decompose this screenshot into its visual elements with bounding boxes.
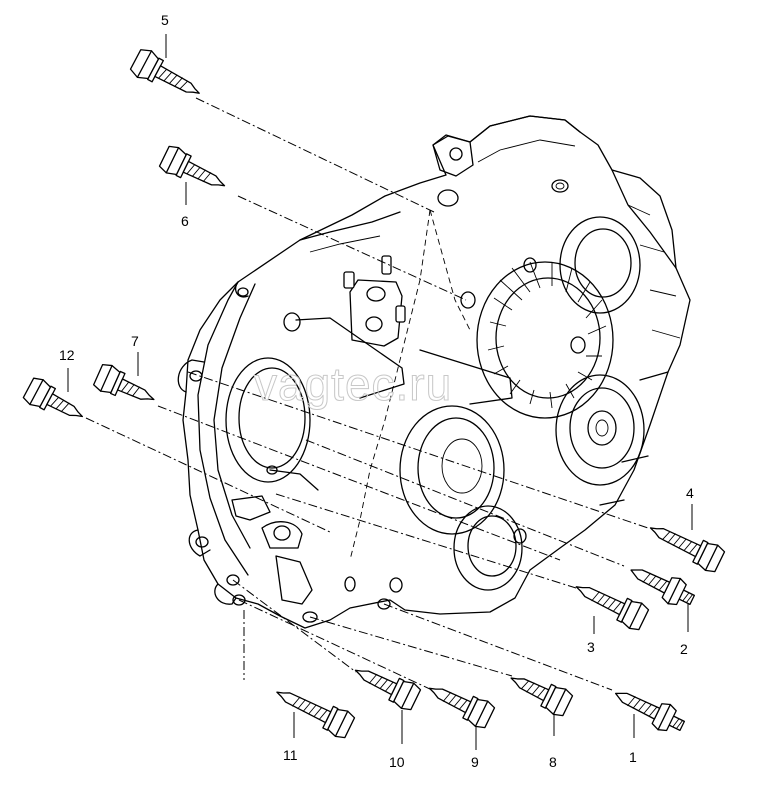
bolt-4 — [649, 527, 726, 573]
stud-2 — [630, 569, 696, 606]
callout-11: 11 — [283, 747, 298, 763]
leader-7 — [157, 405, 561, 561]
callout-labels: 5 6 7 12 4 2 3 1 8 9 10 11 — [59, 12, 694, 770]
gearbox-housing — [177, 115, 691, 629]
bolt-8 — [510, 677, 574, 717]
leader-10 — [232, 579, 357, 673]
leader-3 — [275, 493, 577, 589]
bolt-6 — [158, 145, 226, 187]
bolt-12 — [22, 377, 84, 418]
bolt-10 — [354, 669, 422, 711]
leader-9 — [238, 599, 433, 691]
leader-lines — [85, 97, 649, 691]
callout-9: 9 — [471, 754, 479, 770]
leader-2 — [305, 439, 625, 567]
stud-1 — [615, 692, 686, 732]
leader-4 — [187, 371, 649, 529]
leader-1 — [383, 603, 613, 691]
callout-ticks — [67, 34, 693, 750]
bolt-11 — [276, 691, 356, 739]
leader-8 — [309, 616, 513, 677]
callout-2: 2 — [680, 641, 688, 657]
bolt-7 — [92, 364, 155, 401]
callout-1: 1 — [629, 749, 637, 765]
callout-7: 7 — [131, 333, 139, 349]
callout-12: 12 — [59, 347, 75, 363]
callout-6: 6 — [181, 213, 189, 229]
callout-8: 8 — [549, 754, 557, 770]
leader-6 — [237, 195, 467, 301]
callout-3: 3 — [587, 639, 595, 655]
bolt-5 — [129, 49, 200, 94]
bolt-9 — [428, 687, 496, 729]
callout-10: 10 — [389, 754, 405, 770]
callout-4: 4 — [686, 485, 694, 501]
callout-5: 5 — [161, 12, 169, 28]
leader-12 — [85, 417, 331, 533]
watermark: vagtec.ru — [254, 358, 452, 410]
bolt-3 — [575, 586, 650, 631]
leader-5 — [195, 97, 435, 213]
